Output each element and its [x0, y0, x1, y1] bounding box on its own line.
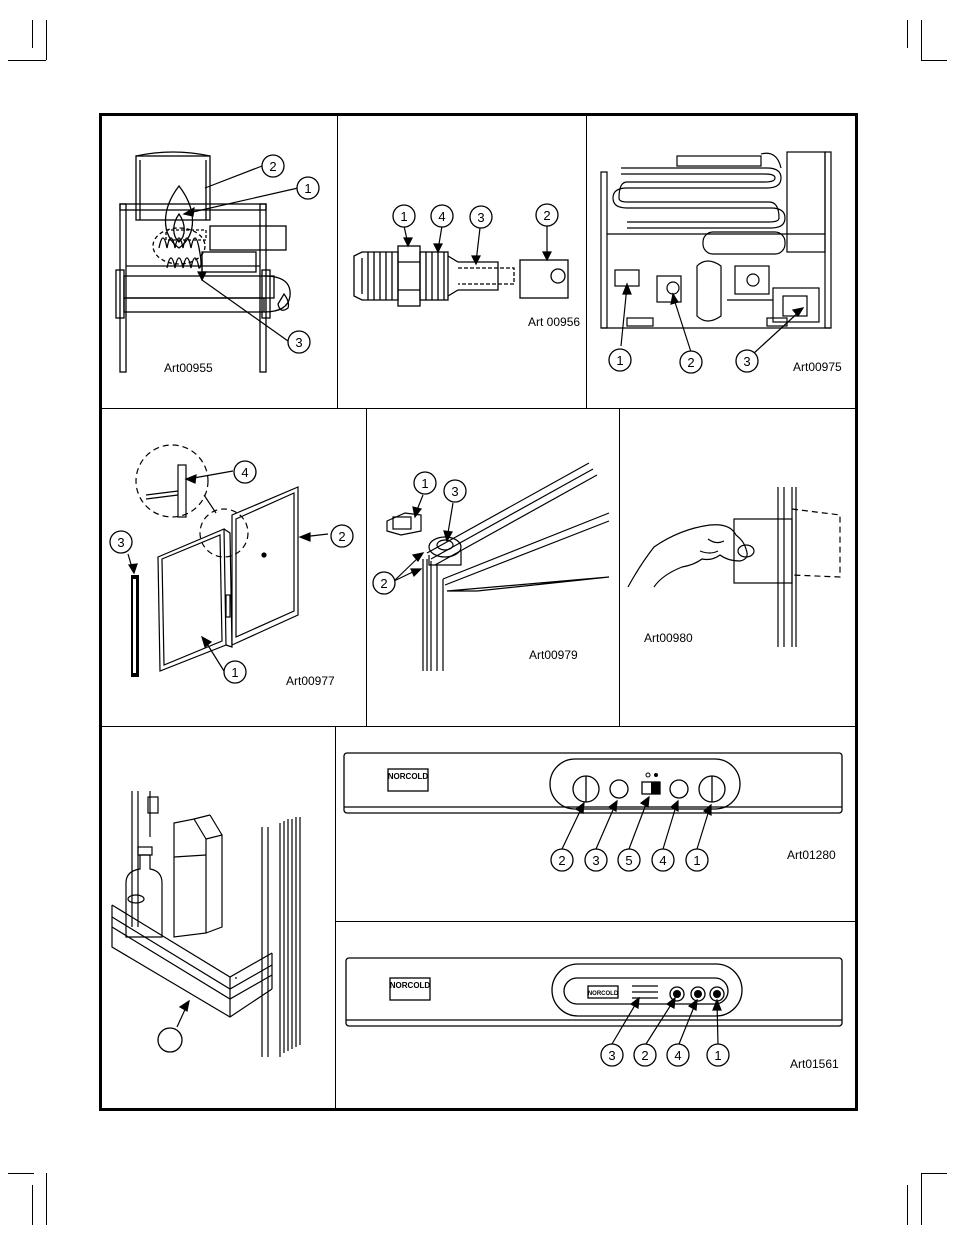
door-hinge-drawing: 1 3 2	[372, 462, 610, 671]
art-label: Art00980	[644, 631, 693, 645]
figure-burner-flue: 2 1 3 Art00955	[102, 116, 337, 408]
art-label: Art01561	[790, 1057, 839, 1071]
figure-door-latch-press: Art00980	[620, 409, 852, 725]
callout-2: 2	[558, 853, 565, 868]
callout-4: 4	[659, 853, 666, 868]
orifice-fitting-drawing: 1 4 3 2	[353, 203, 569, 307]
art-label: Art 00956	[528, 315, 581, 329]
callout-2: 2	[687, 355, 694, 370]
art-label: Art00955	[164, 361, 213, 375]
callout-2: 2	[380, 576, 387, 591]
norcold-logo: NORCOLD	[388, 772, 429, 781]
door-shelf-drawing	[111, 791, 301, 1057]
callout-3: 3	[477, 210, 484, 225]
callout-3: 3	[743, 354, 750, 369]
callout-2: 2	[269, 159, 276, 174]
figure-orifice-fitting: 1 4 3 2 Art 00956	[338, 116, 586, 408]
callout-4: 4	[438, 209, 445, 224]
callout-3: 3	[295, 335, 302, 350]
figure-door-shelf	[102, 727, 335, 1105]
callout-1: 1	[693, 853, 700, 868]
callout-2: 2	[641, 1048, 648, 1063]
callout-4: 4	[674, 1048, 681, 1063]
art-label: Art00975	[793, 360, 842, 374]
control-panel-b-drawing: NORCOLD NORCOLD 3 2 4 1	[345, 957, 843, 1067]
callout-1: 1	[421, 476, 428, 491]
art-label: Art00977	[286, 674, 335, 688]
callout-2: 2	[543, 208, 550, 223]
callout-1: 1	[616, 353, 623, 368]
callout-3: 3	[117, 535, 124, 550]
callout-1: 1	[400, 209, 407, 224]
callout-1: 1	[714, 1048, 721, 1063]
callout-4: 4	[241, 465, 248, 480]
art-label: Art00979	[529, 648, 578, 662]
art-label: Art01280	[787, 848, 836, 862]
callout-3: 3	[592, 853, 599, 868]
figure-door-hinge: 1 3 2 Art00979	[367, 409, 619, 725]
figure-control-panel-b: NORCOLD NORCOLD 3 2 4 1 Art01561	[336, 922, 852, 1105]
figure-cooling-unit: 1 2 3 Art00975	[587, 116, 852, 408]
figure-frame	[99, 113, 858, 1111]
control-panel-a-drawing: NORCOLD 2 3 5 4 1	[343, 752, 843, 872]
callout-1: 1	[304, 181, 311, 196]
door-latch-press-drawing	[627, 487, 841, 647]
burner-flue-drawing: 2 1 3	[115, 151, 320, 373]
callout-3: 3	[608, 1048, 615, 1063]
norcold-logo-small: NORCOLD	[588, 991, 619, 997]
door-panels-drawing: 4 3 2 1	[109, 444, 354, 684]
callout-5: 5	[625, 853, 632, 868]
figure-control-panel-a: NORCOLD 2 3 5 4 1 Art01280	[336, 727, 852, 921]
figure-door-panels: 4 3 2 1 Art00977	[102, 409, 366, 725]
callout-1: 1	[231, 665, 238, 680]
callout-3: 3	[451, 484, 458, 499]
callout-2: 2	[338, 529, 345, 544]
norcold-logo: NORCOLD	[390, 981, 431, 990]
cooling-unit-drawing: 1 2 3	[600, 151, 832, 374]
